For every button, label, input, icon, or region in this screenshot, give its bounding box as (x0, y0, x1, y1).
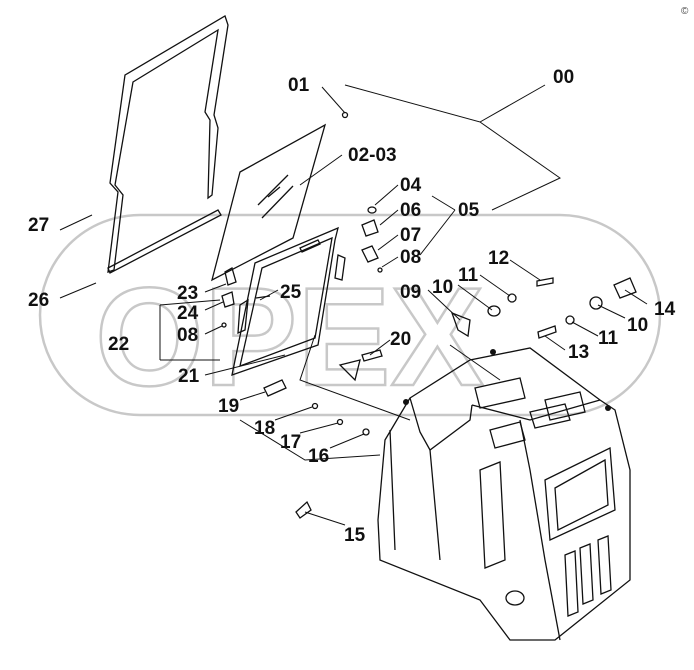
label-21: 21 (178, 366, 200, 387)
door-hardware (221, 111, 383, 519)
label-11-right: 11 (598, 328, 619, 349)
label-10-left: 10 (432, 277, 453, 298)
label-02-03: 02-03 (348, 145, 397, 166)
callout-labels: 01 00 02-03 04 05 06 07 08 09 10 11 12 1… (28, 67, 676, 546)
watermark: OPEX (38, 213, 662, 417)
part-26-rubber-strip (107, 209, 222, 274)
part-21-door-panel (231, 226, 346, 376)
label-24: 24 (177, 303, 199, 324)
label-23: 23 (177, 283, 198, 304)
label-17: 17 (280, 432, 301, 453)
label-05: 05 (458, 200, 480, 221)
label-04: 04 (400, 175, 422, 196)
label-15: 15 (344, 525, 366, 546)
label-27: 27 (28, 215, 49, 236)
label-10-right: 10 (627, 315, 648, 336)
label-01: 01 (288, 75, 310, 96)
label-12: 12 (488, 248, 509, 269)
label-08-upper: 08 (400, 247, 421, 268)
label-13: 13 (568, 342, 589, 363)
watermark-text: OPEX (95, 258, 484, 415)
label-20: 20 (390, 329, 411, 350)
leader-lines (59, 84, 648, 526)
label-08-lower: 08 (177, 325, 198, 346)
label-19: 19 (218, 396, 239, 417)
part-27-door-strip (107, 15, 229, 273)
label-14: 14 (654, 299, 676, 320)
label-00: 00 (553, 67, 574, 88)
label-06: 06 (400, 200, 421, 221)
label-22: 22 (108, 334, 129, 355)
label-25: 25 (280, 282, 302, 303)
label-11-left: 11 (458, 265, 479, 286)
label-26: 26 (28, 290, 49, 311)
corner-mark: © (681, 6, 689, 17)
label-09: 09 (400, 282, 421, 303)
label-16: 16 (308, 446, 329, 467)
label-18: 18 (254, 418, 275, 439)
cab-body (377, 347, 631, 641)
label-07: 07 (400, 225, 421, 246)
part-02-glass (211, 123, 327, 282)
